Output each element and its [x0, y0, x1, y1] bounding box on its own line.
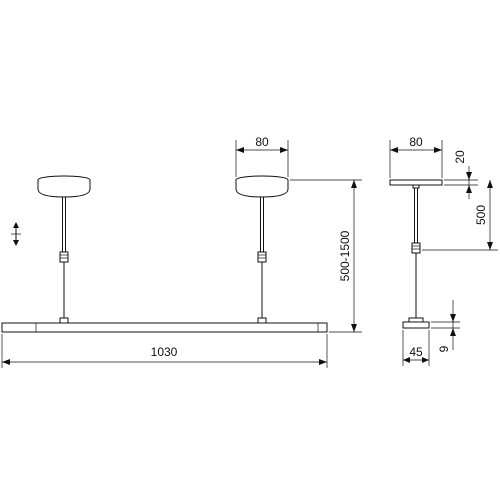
side-rod	[411, 188, 421, 318]
dim-canopy-front-label: 80	[255, 135, 269, 149]
side-canopy	[389, 179, 443, 189]
dim-side-length: 500	[422, 180, 498, 251]
height-adjust-arrows	[11, 222, 21, 246]
dim-side-length-label: 500	[474, 205, 488, 225]
left-suspension-rod	[59, 197, 69, 324]
dim-profile-width: 45	[402, 330, 430, 366]
dim-length-label: 1030	[151, 345, 178, 359]
side-view: 80 20 500 45	[389, 135, 498, 366]
dim-length: 1030	[1, 334, 328, 368]
side-profile	[402, 317, 430, 329]
dim-canopy-front: 80	[235, 135, 289, 177]
dim-suspension-label: 500-1500	[338, 230, 352, 281]
dim-suspension: 500-1500	[290, 179, 362, 333]
front-view: 1030 80 500-1500	[1, 135, 362, 368]
dim-profile-height-label: 9	[437, 345, 451, 352]
right-canopy	[235, 175, 289, 198]
right-suspension-rod	[257, 197, 267, 324]
dim-canopy-side-label: 80	[409, 135, 423, 149]
dim-profile-height: 9	[431, 300, 460, 352]
dim-canopy-height-label: 20	[453, 150, 467, 164]
dim-canopy-side: 80	[389, 135, 443, 178]
lamp-body	[1, 322, 328, 333]
left-canopy	[37, 175, 91, 198]
dim-canopy-height: 20	[444, 150, 478, 199]
dim-profile-width-label: 45	[409, 345, 423, 359]
